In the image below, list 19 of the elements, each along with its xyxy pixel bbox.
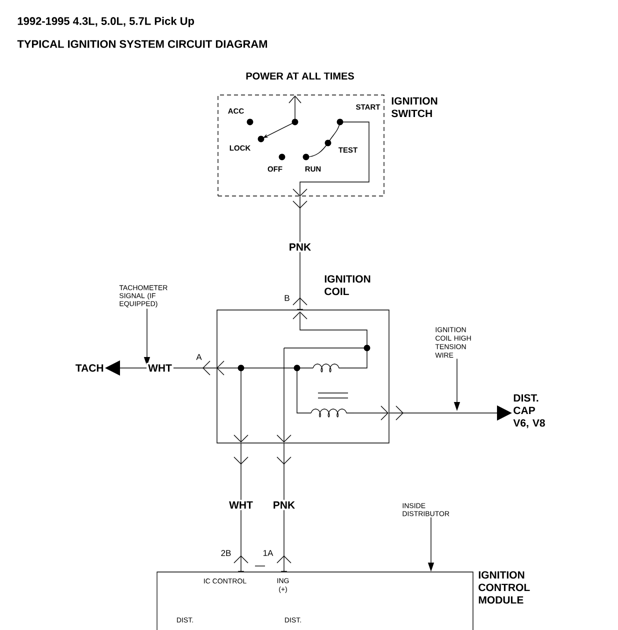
connector-wire <box>276 434 292 572</box>
wire-label: WHT <box>146 362 174 374</box>
connector-wire <box>234 434 248 572</box>
title: 1992-1995 4.3L, 5.0L, 5.7L Pick Up <box>18 16 194 28</box>
connector-wire <box>292 188 308 320</box>
heading: POWER AT ALL TIMES <box>246 72 354 80</box>
node-label: IGNITION SWITCH <box>391 97 438 118</box>
pin-label: 1A <box>263 550 274 556</box>
node-label: IGNITION COIL <box>324 275 370 296</box>
wire-label: PNK <box>287 242 313 252</box>
node-label: IGNITION CONTROL MODULE <box>478 571 530 604</box>
component-label: DIST. CAP V6, V8 <box>513 394 545 428</box>
wire-label: WHT <box>228 500 254 510</box>
pin-label: 2B <box>221 550 231 556</box>
pin-label: A <box>196 354 202 360</box>
component-label: TACH <box>76 364 104 372</box>
subtitle: TYPICAL IGNITION SYSTEM CIRCUIT DIAGRAM <box>17 40 267 48</box>
pin-label: B <box>284 295 290 301</box>
wire-label: PNK <box>271 500 297 510</box>
